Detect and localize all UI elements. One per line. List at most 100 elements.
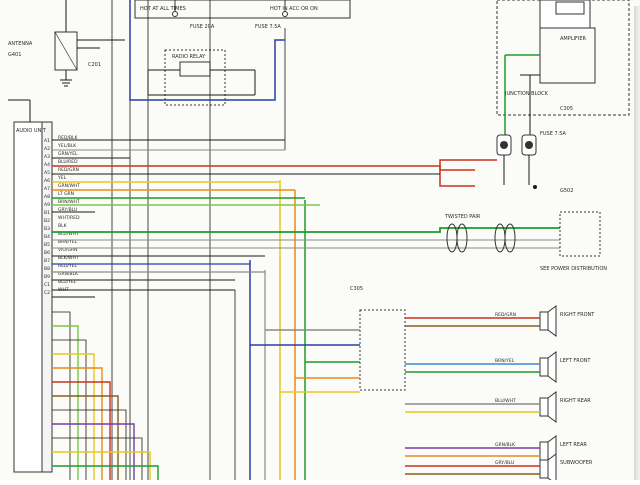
detail-label: SEE POWER DISTRIBUTION [540, 266, 607, 272]
pin-wire-label: VIO/GRN [58, 247, 77, 253]
pin-wire-label: BLU/YEL [58, 279, 77, 285]
speaker-cone-icon [547, 305, 557, 337]
pin-number: B3 [44, 226, 50, 232]
pin-number: C2 [44, 290, 50, 296]
twisted-pair-b [494, 223, 516, 253]
pin-number: A9 [44, 202, 50, 208]
fan-wire [52, 423, 135, 480]
amplifier-chip [555, 1, 585, 15]
twisted-pair-a [446, 223, 468, 253]
fan-wire [52, 465, 159, 480]
pin-number: A6 [44, 178, 50, 184]
speaker-wire-label: GRY/BLU [495, 460, 514, 466]
pin-wire-label: YEL/BLK [57, 143, 77, 149]
pin-wire-label: RED/BLK [58, 135, 79, 141]
speaker-magnet [539, 397, 549, 417]
speaker-cone-icon [547, 391, 557, 423]
pin-number: A7 [44, 186, 50, 192]
pin-wire-label: BLK/WHT [58, 255, 79, 261]
ground-node-b [533, 185, 537, 189]
red-power-wire-right [439, 159, 497, 187]
speaker-wire-label: BLU/WHT [495, 398, 516, 404]
inline-fuse-b [521, 134, 537, 156]
connector-a-label: C201 [88, 62, 101, 68]
pin-number: B7 [44, 258, 50, 264]
pin-number: A5 [44, 170, 50, 176]
speaker-label: RIGHT REAR [560, 398, 591, 404]
pin-wire-label: BRN/YEL [58, 239, 78, 245]
pin-number: A1 [44, 138, 50, 144]
head-unit-pins: A1RED/BLKA2YEL/BLKA3GRN/YELA4BLU/REDA5RE… [44, 135, 80, 296]
pin-wire-label: BLK [58, 223, 68, 229]
right-module [559, 211, 601, 257]
speaker-cone-icon [547, 351, 557, 383]
pin-wire-label: BRN/WHT [58, 199, 80, 205]
fuse-b-terminal [282, 11, 288, 17]
pin-wire-label: WHT/RED [58, 215, 80, 221]
pin-wire-label: BLU/RED [58, 159, 78, 165]
amplifier-outline [496, 0, 630, 116]
pin-number: B8 [44, 266, 50, 272]
wire-green-to-module [52, 227, 560, 233]
power-feed-label: HOT AT ALL TIMES [140, 6, 186, 12]
ground-symbol-a [60, 79, 72, 87]
pin-number: B9 [44, 274, 50, 280]
fan-wire [52, 451, 151, 480]
pin-wire-label: YEL [57, 175, 67, 181]
head-unit-label: AUDIO UNIT [16, 128, 47, 134]
ground-a-label: G401 [8, 52, 21, 58]
speaker-label: SUBWOOFER [560, 460, 593, 466]
amplifier-label: AMPLIFIER [560, 36, 587, 42]
pin-wire-label: RED/YEL [58, 263, 78, 269]
fuse-a-label: FUSE 20A [190, 24, 215, 30]
pin-number: C1 [44, 282, 50, 288]
relay-label: RADIO RELAY [172, 54, 206, 60]
pin-number: B4 [44, 234, 50, 240]
speaker-magnet [539, 311, 549, 331]
pin-number: B6 [44, 250, 50, 256]
speaker-label: LEFT FRONT [560, 358, 591, 364]
fan-wire [52, 339, 87, 480]
fuse-note: FUSE 7.5A [540, 131, 566, 137]
pin-number: B1 [44, 210, 50, 216]
pin-number: A4 [44, 162, 50, 168]
antenna-module-hatch [54, 31, 78, 71]
connector-b-label: C305 [560, 106, 573, 112]
speaker-label: RIGHT FRONT [560, 312, 595, 318]
twisted-pair-note: TWISTED PAIR [444, 214, 481, 220]
pin-number: B2 [44, 218, 50, 224]
blue-loop-wire [129, 39, 285, 101]
pin-wire-label: GRY/BLU [58, 207, 77, 213]
page-shadow [634, 6, 640, 480]
speaker-wire-label: RED/GRN [495, 312, 516, 318]
speaker-wire-label: BRN/YEL [495, 358, 515, 364]
pin-number: A2 [44, 146, 50, 152]
wire-red-main [52, 165, 475, 171]
fan-wire [52, 367, 103, 480]
fan-wire [52, 409, 127, 480]
ign-feed-label: HOT IN ACC OR ON [270, 6, 318, 12]
junction-block-frame [134, 0, 351, 19]
pin-wire-label: GRN/BLK [58, 271, 79, 277]
speaker-label: LEFT REAR [560, 442, 587, 448]
pin-wire-label: LT GRN [58, 191, 74, 197]
pin-wire-label: GRN/WHT [58, 183, 80, 189]
pin-wire-label: RED/GRN [58, 167, 79, 173]
speaker-magnet [539, 357, 549, 377]
speaker-wiring: RIGHT FRONT RED/GRN LEFT FRONT BRN/YEL RIGHT… [250, 305, 595, 485]
pin-number: A3 [44, 154, 50, 160]
speaker-magnet [539, 441, 549, 461]
fuse-b-label: FUSE 7.5A [255, 24, 281, 30]
relay-box [164, 49, 226, 106]
pin-number: A8 [44, 194, 50, 200]
pin-number: B5 [44, 242, 50, 248]
inline-fuse-a [496, 134, 512, 156]
speaker-junction [359, 309, 406, 391]
ground-b-label: G502 [560, 188, 573, 194]
pin-wire-label: BLU/WHT [58, 231, 79, 237]
fan-wire [52, 325, 79, 480]
pin-wire-label: GRN/YEL [58, 151, 78, 157]
fuse-a-terminal [172, 11, 178, 17]
